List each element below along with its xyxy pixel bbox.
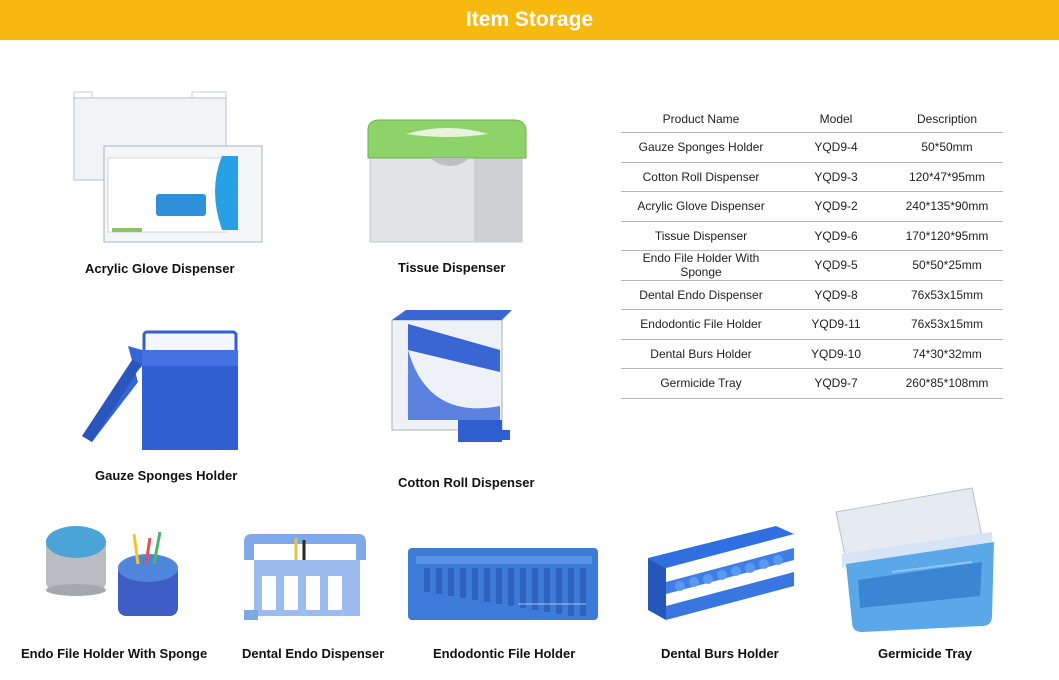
- specification-table: Product Name Model Description Gauze Spo…: [621, 106, 1003, 399]
- cell-model: YQD9-2: [781, 191, 891, 222]
- table-row: Endo File Holder With Sponge YQD9-5 50*5…: [621, 250, 1003, 281]
- cell-description: 76x53x15mm: [891, 280, 1003, 310]
- caption-endo-file-holder-with-sponge: Endo File Holder With Sponge: [21, 646, 208, 661]
- table-row: Tissue Dispenser YQD9-6 170*120*95mm: [621, 221, 1003, 251]
- page-title-banner: Item Storage: [0, 0, 1059, 40]
- cell-model: YQD9-8: [781, 280, 891, 310]
- cell-description: 120*47*95mm: [891, 162, 1003, 192]
- acrylic-glove-dispenser-image: [72, 90, 267, 250]
- dental-burs-holder-image: [644, 524, 796, 624]
- cell-description: 76x53x15mm: [891, 309, 1003, 340]
- cell-product-name: Endo File Holder With Sponge: [621, 250, 781, 281]
- column-header-description: Description: [891, 106, 1003, 133]
- table-row: Cotton Roll Dispenser YQD9-3 120*47*95mm: [621, 162, 1003, 192]
- column-header-model: Model: [781, 106, 891, 133]
- cell-description: 74*30*32mm: [891, 339, 1003, 369]
- cell-product-name: Tissue Dispenser: [621, 221, 781, 251]
- table-row: Endodontic File Holder YQD9-11 76x53x15m…: [621, 309, 1003, 340]
- cell-model: YQD9-4: [781, 132, 891, 163]
- cell-model: YQD9-5: [781, 250, 891, 281]
- caption-tissue-dispenser: Tissue Dispenser: [398, 260, 506, 275]
- cell-description: 50*50*25mm: [891, 250, 1003, 281]
- table-header-row: Product Name Model Description: [621, 106, 1003, 133]
- endo-file-holder-image: [42, 524, 182, 624]
- caption-germicide-tray: Germicide Tray: [878, 646, 972, 661]
- table-row: Germicide Tray YQD9-7 260*85*108mm: [621, 368, 1003, 399]
- cell-model: YQD9-10: [781, 339, 891, 369]
- cell-product-name: Dental Endo Dispenser: [621, 280, 781, 310]
- tissue-dispenser-image: [366, 110, 531, 250]
- cell-model: YQD9-7: [781, 368, 891, 399]
- table-row: Dental Burs Holder YQD9-10 74*30*32mm: [621, 339, 1003, 369]
- table-row: Acrylic Glove Dispenser YQD9-2 240*135*9…: [621, 191, 1003, 222]
- cell-description: 240*135*90mm: [891, 191, 1003, 222]
- endodontic-file-holder-image: [406, 544, 602, 624]
- cell-product-name: Acrylic Glove Dispenser: [621, 191, 781, 222]
- dental-endo-dispenser-image: [240, 532, 370, 624]
- table-row: Dental Endo Dispenser YQD9-8 76x53x15mm: [621, 280, 1003, 310]
- caption-dental-burs-holder: Dental Burs Holder: [661, 646, 779, 661]
- caption-cotton-roll-dispenser: Cotton Roll Dispenser: [398, 475, 535, 490]
- cell-description: 170*120*95mm: [891, 221, 1003, 251]
- caption-endodontic-file-holder: Endodontic File Holder: [433, 646, 576, 661]
- cell-description: 260*85*108mm: [891, 368, 1003, 399]
- cell-product-name: Cotton Roll Dispenser: [621, 162, 781, 192]
- cell-product-name: Gauze Sponges Holder: [621, 132, 781, 163]
- caption-dental-endo-dispenser: Dental Endo Dispenser: [242, 646, 385, 661]
- cell-model: YQD9-6: [781, 221, 891, 251]
- germicide-tray-image: [832, 484, 1000, 636]
- caption-acrylic-glove-dispenser: Acrylic Glove Dispenser: [85, 261, 235, 276]
- cell-product-name: Dental Burs Holder: [621, 339, 781, 369]
- caption-gauze-sponges-holder: Gauze Sponges Holder: [95, 468, 238, 483]
- table-row: Gauze Sponges Holder YQD9-4 50*50mm: [621, 132, 1003, 163]
- cell-product-name: Germicide Tray: [621, 368, 781, 399]
- page-title: Item Storage: [465, 8, 594, 31]
- cell-product-name: Endodontic File Holder: [621, 309, 781, 340]
- cell-description: 50*50mm: [891, 132, 1003, 163]
- column-header-product-name: Product Name: [621, 106, 781, 133]
- cell-model: YQD9-11: [781, 309, 891, 340]
- cell-model: YQD9-3: [781, 162, 891, 192]
- cotton-roll-dispenser-image: [388, 310, 518, 460]
- gauze-sponges-holder-image: [80, 326, 245, 454]
